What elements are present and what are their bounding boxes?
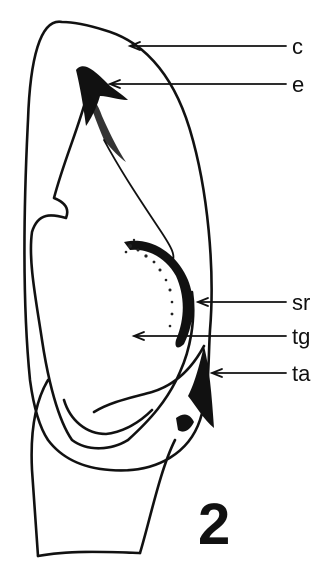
label-ta: ta	[292, 361, 311, 386]
label-e: e	[292, 72, 304, 97]
figure-number: 2	[198, 492, 230, 557]
label-c: c	[292, 34, 303, 59]
label-tg: tg	[292, 324, 310, 349]
tibia-base-line	[38, 552, 140, 556]
label-sr: sr	[292, 290, 310, 315]
embolus-shade	[86, 92, 126, 162]
sperm-reservoir	[124, 241, 193, 348]
cymbium-outline	[25, 22, 212, 471]
tegular-apophysis-tip	[176, 415, 194, 432]
